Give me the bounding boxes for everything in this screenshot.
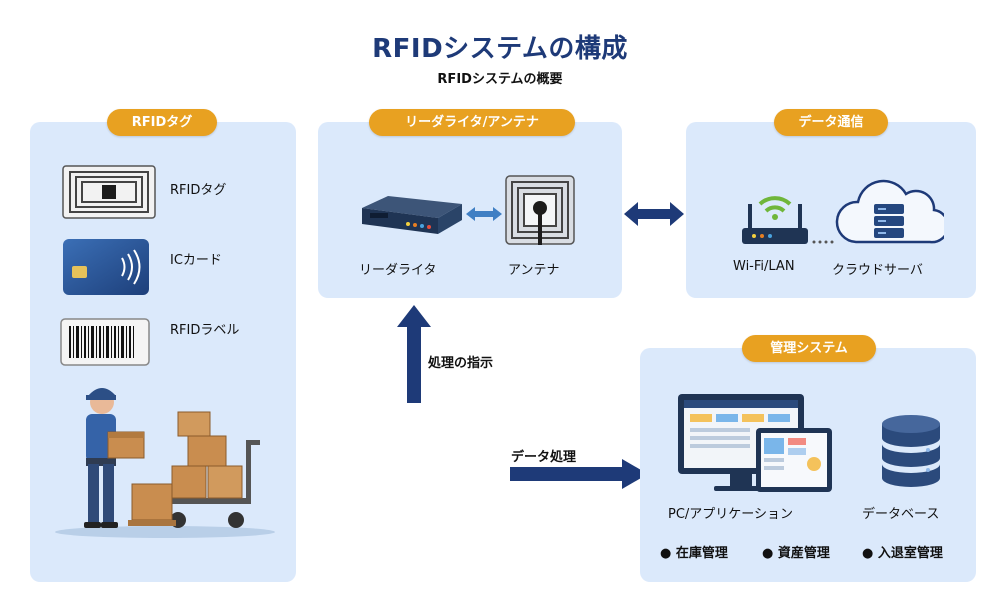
- reader-device-icon: [358, 194, 464, 236]
- tags-badge: RFIDタグ: [107, 109, 217, 136]
- tag-item-label-ic: ICカード: [170, 253, 222, 268]
- ic-card-icon: [62, 238, 150, 296]
- wifi-router-icon: [740, 184, 810, 246]
- cloud-label: クラウドサーバ: [832, 263, 923, 278]
- reader-antenna-link-icon: [466, 206, 502, 222]
- page-title: RFIDシステムの構成: [372, 34, 628, 64]
- up-arrow-icon: [397, 305, 431, 403]
- mgmt-badge: 管理システム: [742, 335, 876, 362]
- rfid-inlay-icon: [62, 165, 156, 219]
- data-processing-label: データ処理: [511, 450, 577, 465]
- tag-item-label-label: RFIDラベル: [170, 323, 240, 338]
- cloud-server-icon: [834, 176, 950, 248]
- comm-badge: データ通信: [774, 109, 888, 136]
- bullet-assets: ● 資産管理: [762, 546, 830, 561]
- double-arrow-icon: [624, 202, 684, 226]
- instruction-label: 処理の指示: [428, 356, 494, 371]
- bullet-access: ● 入退室管理: [862, 546, 943, 561]
- database-label: データベース: [862, 507, 940, 522]
- tag-item-label-rfid: RFIDタグ: [170, 183, 227, 198]
- pc-application-icon: [676, 392, 836, 498]
- antenna-label: アンテナ: [508, 263, 560, 278]
- antenna-icon: [505, 175, 575, 245]
- wifi-label: Wi-Fi/LAN: [733, 259, 795, 274]
- worker-cart-illustration: [50, 380, 280, 540]
- database-icon: [880, 414, 942, 492]
- bullet-inventory: ● 在庫管理: [660, 546, 728, 561]
- right-arrow-icon: [510, 459, 648, 489]
- pc-label: PC/アプリケーション: [668, 507, 794, 522]
- page-subtitle: RFIDシステムの概要: [437, 72, 563, 87]
- reader-label: リーダライタ: [359, 263, 437, 278]
- barcode-label-icon: [60, 318, 150, 366]
- reader-badge: リーダライタ/アンテナ: [369, 109, 575, 136]
- connection-dots: [812, 229, 834, 244]
